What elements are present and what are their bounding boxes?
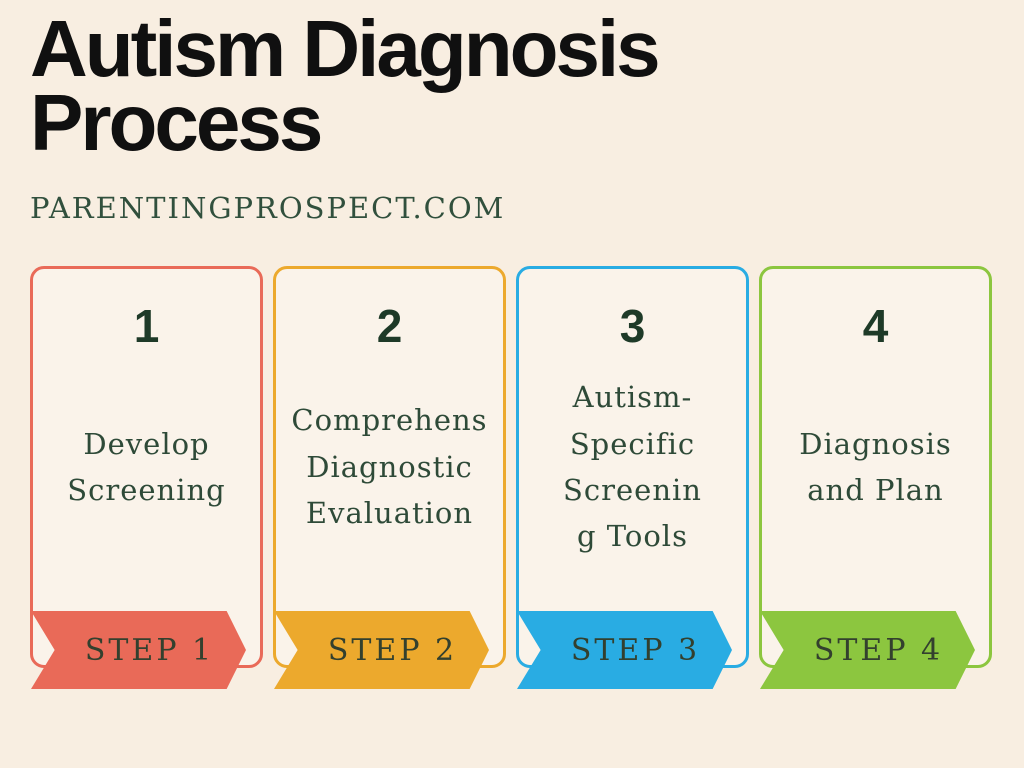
step-description: Comprehens Diagnostic Evaluation	[291, 403, 488, 531]
step-card-2: 2 Comprehens Diagnostic Evaluation STEP …	[273, 266, 506, 689]
step-banner-arrow: STEP 3	[517, 611, 732, 689]
step-banner-arrow: STEP 1	[31, 611, 246, 689]
step-description: Diagnosis and Plan	[799, 426, 952, 507]
step-number: 1	[133, 300, 160, 352]
website-url: PARENTINGPROSPECT.COM	[30, 190, 506, 225]
page-title: Autism Diagnosis Process	[30, 4, 661, 168]
step-card-4: 4 Diagnosis and Plan STEP 4	[759, 266, 992, 689]
step-banner-label: STEP 4	[813, 632, 944, 668]
step-card-3: 3 Autism- Specific Screenin g Tools STEP…	[516, 266, 749, 689]
step-description: Autism- Specific Screenin g Tools	[563, 380, 702, 554]
step-banner-label: STEP 1	[84, 632, 215, 668]
step-banner-label: STEP 2	[327, 632, 458, 668]
step-description: Develop Screening	[67, 426, 226, 507]
step-card-1: 1 Develop Screening STEP 1	[30, 266, 263, 689]
step-banner-arrow: STEP 2	[274, 611, 489, 689]
step-number: 4	[862, 300, 889, 352]
step-banner-label: STEP 3	[570, 632, 701, 668]
step-number: 3	[619, 300, 646, 352]
header: Autism Diagnosis Process PARENTINGPROSPE…	[0, 0, 1024, 225]
steps-row: 1 Develop Screening STEP 1 2 Comprehens …	[30, 266, 992, 689]
step-banner-arrow: STEP 4	[760, 611, 975, 689]
step-number: 2	[376, 300, 403, 352]
